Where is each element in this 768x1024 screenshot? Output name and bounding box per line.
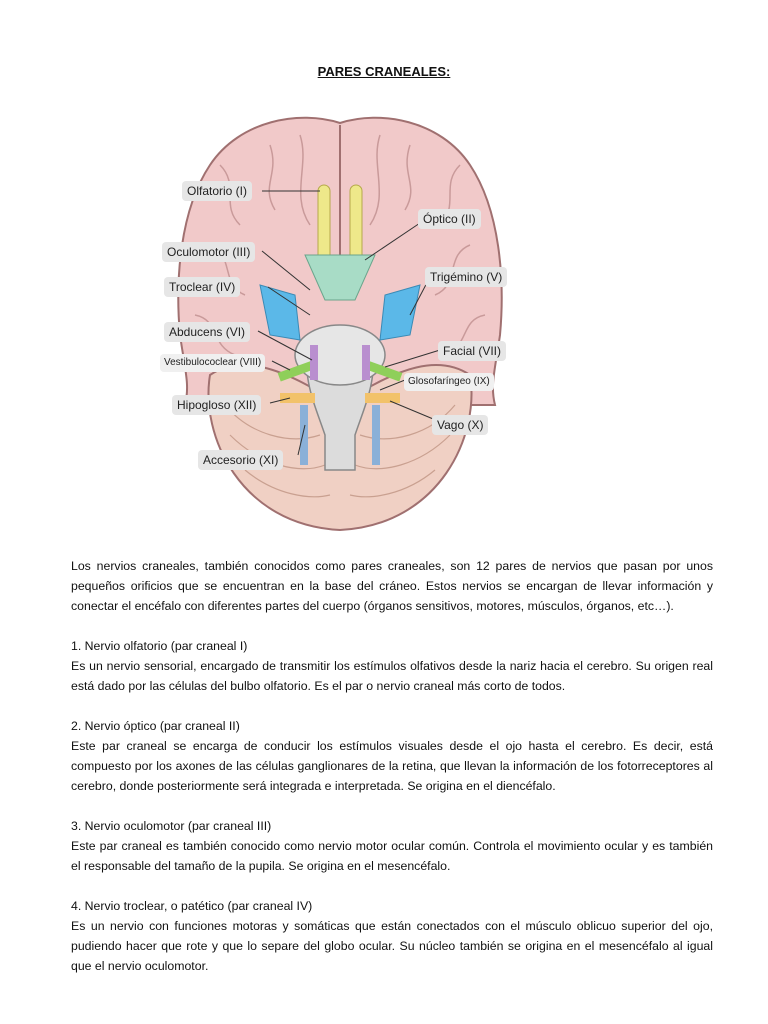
section-heading: 1. Nervio olfatorio (par craneal I) — [71, 639, 248, 653]
label-oculomotor: Oculomotor (III) — [162, 242, 256, 262]
label-optico: Óptico (II) — [418, 209, 481, 229]
section-heading: 3. Nervio oculomotor (par craneal III) — [71, 819, 272, 833]
section-body: Es un nervio con funciones motoras y som… — [71, 919, 713, 973]
page-title: PARES CRANEALES: — [317, 64, 451, 79]
brain-diagram: Olfatorio (I) Óptico (II) Oculomotor (II… — [150, 105, 530, 550]
section-body: Es un nervio sensorial, encargado de tra… — [71, 659, 713, 693]
section-body: Este par craneal se encarga de conducir … — [71, 739, 713, 793]
label-vestibulococlear: Vestibulococlear (VIII) — [160, 354, 266, 372]
section-body: Este par craneal es también conocido com… — [71, 839, 713, 873]
label-glosofaringeo: Glosofaríngeo (IX) — [404, 373, 494, 391]
section-heading: 2. Nervio óptico (par craneal II) — [71, 719, 240, 733]
label-hipogloso: Hipogloso (XII) — [172, 395, 262, 415]
document-body: Los nervios craneales, también conocidos… — [71, 556, 713, 996]
label-vago: Vago (X) — [432, 415, 489, 435]
label-accesorio: Accesorio (XI) — [198, 450, 284, 470]
label-abducens: Abducens (VI) — [164, 322, 251, 342]
label-olfatorio: Olfatorio (I) — [182, 181, 253, 201]
label-troclear: Troclear (IV) — [164, 277, 241, 297]
label-trigemino: Trigémino (V) — [425, 267, 508, 287]
section-heading: 4. Nervio troclear, o patético (par cran… — [71, 899, 313, 913]
intro-paragraph: Los nervios craneales, también conocidos… — [71, 559, 713, 613]
label-facial: Facial (VII) — [438, 341, 507, 361]
brain-illustration — [177, 116, 503, 532]
